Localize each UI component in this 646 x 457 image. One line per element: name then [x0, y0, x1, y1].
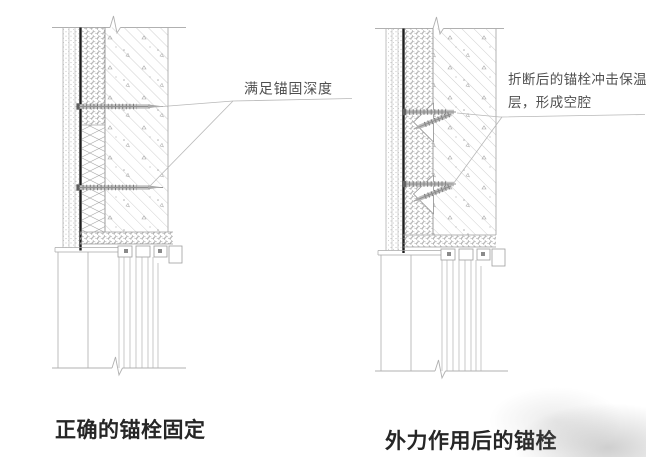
insulation-wool-lower — [82, 125, 105, 232]
annotation-broken-anchor-line2: 层，形成空腔 — [508, 95, 591, 110]
leader-lines-left — [148, 98, 353, 188]
leader-lines-right — [451, 112, 646, 186]
concrete-wall — [105, 27, 169, 232]
concrete-wall — [433, 28, 497, 235]
bottom-break-line — [52, 356, 186, 377]
finish-layers — [62, 27, 82, 251]
insulation-layer — [82, 27, 106, 232]
anchor-bolt-intact-lower — [76, 184, 163, 191]
anchor-bolt-broken-lower — [403, 180, 456, 202]
insulation-foam-upper — [82, 27, 105, 125]
figure-correct-anchor: 满足锚固深度 正确的锚栓固定 — [52, 15, 353, 442]
annotation-anchoring-depth: 满足锚固深度 — [244, 81, 333, 97]
window-frame-detail — [54, 231, 183, 368]
annotation-broken-anchor-line1: 折断后的锚栓冲击保温 — [508, 72, 646, 87]
bottom-break-line — [375, 359, 508, 380]
window-frame-detail — [377, 234, 506, 371]
anchor-bolt-broken-upper — [403, 108, 456, 130]
figure-broken-anchor: 折断后的锚栓冲击保温 层，形成空腔 外力作用后的锚栓 — [375, 16, 646, 453]
anchor-bolt-intact-upper — [76, 103, 163, 110]
base-coat-layer — [79, 27, 82, 251]
caption-correct-anchor: 正确的锚栓固定 — [55, 418, 206, 442]
finish-layers — [385, 28, 405, 253]
base-coat-layer — [402, 28, 405, 253]
caption-broken-anchor: 外力作用后的锚栓 — [385, 429, 557, 453]
